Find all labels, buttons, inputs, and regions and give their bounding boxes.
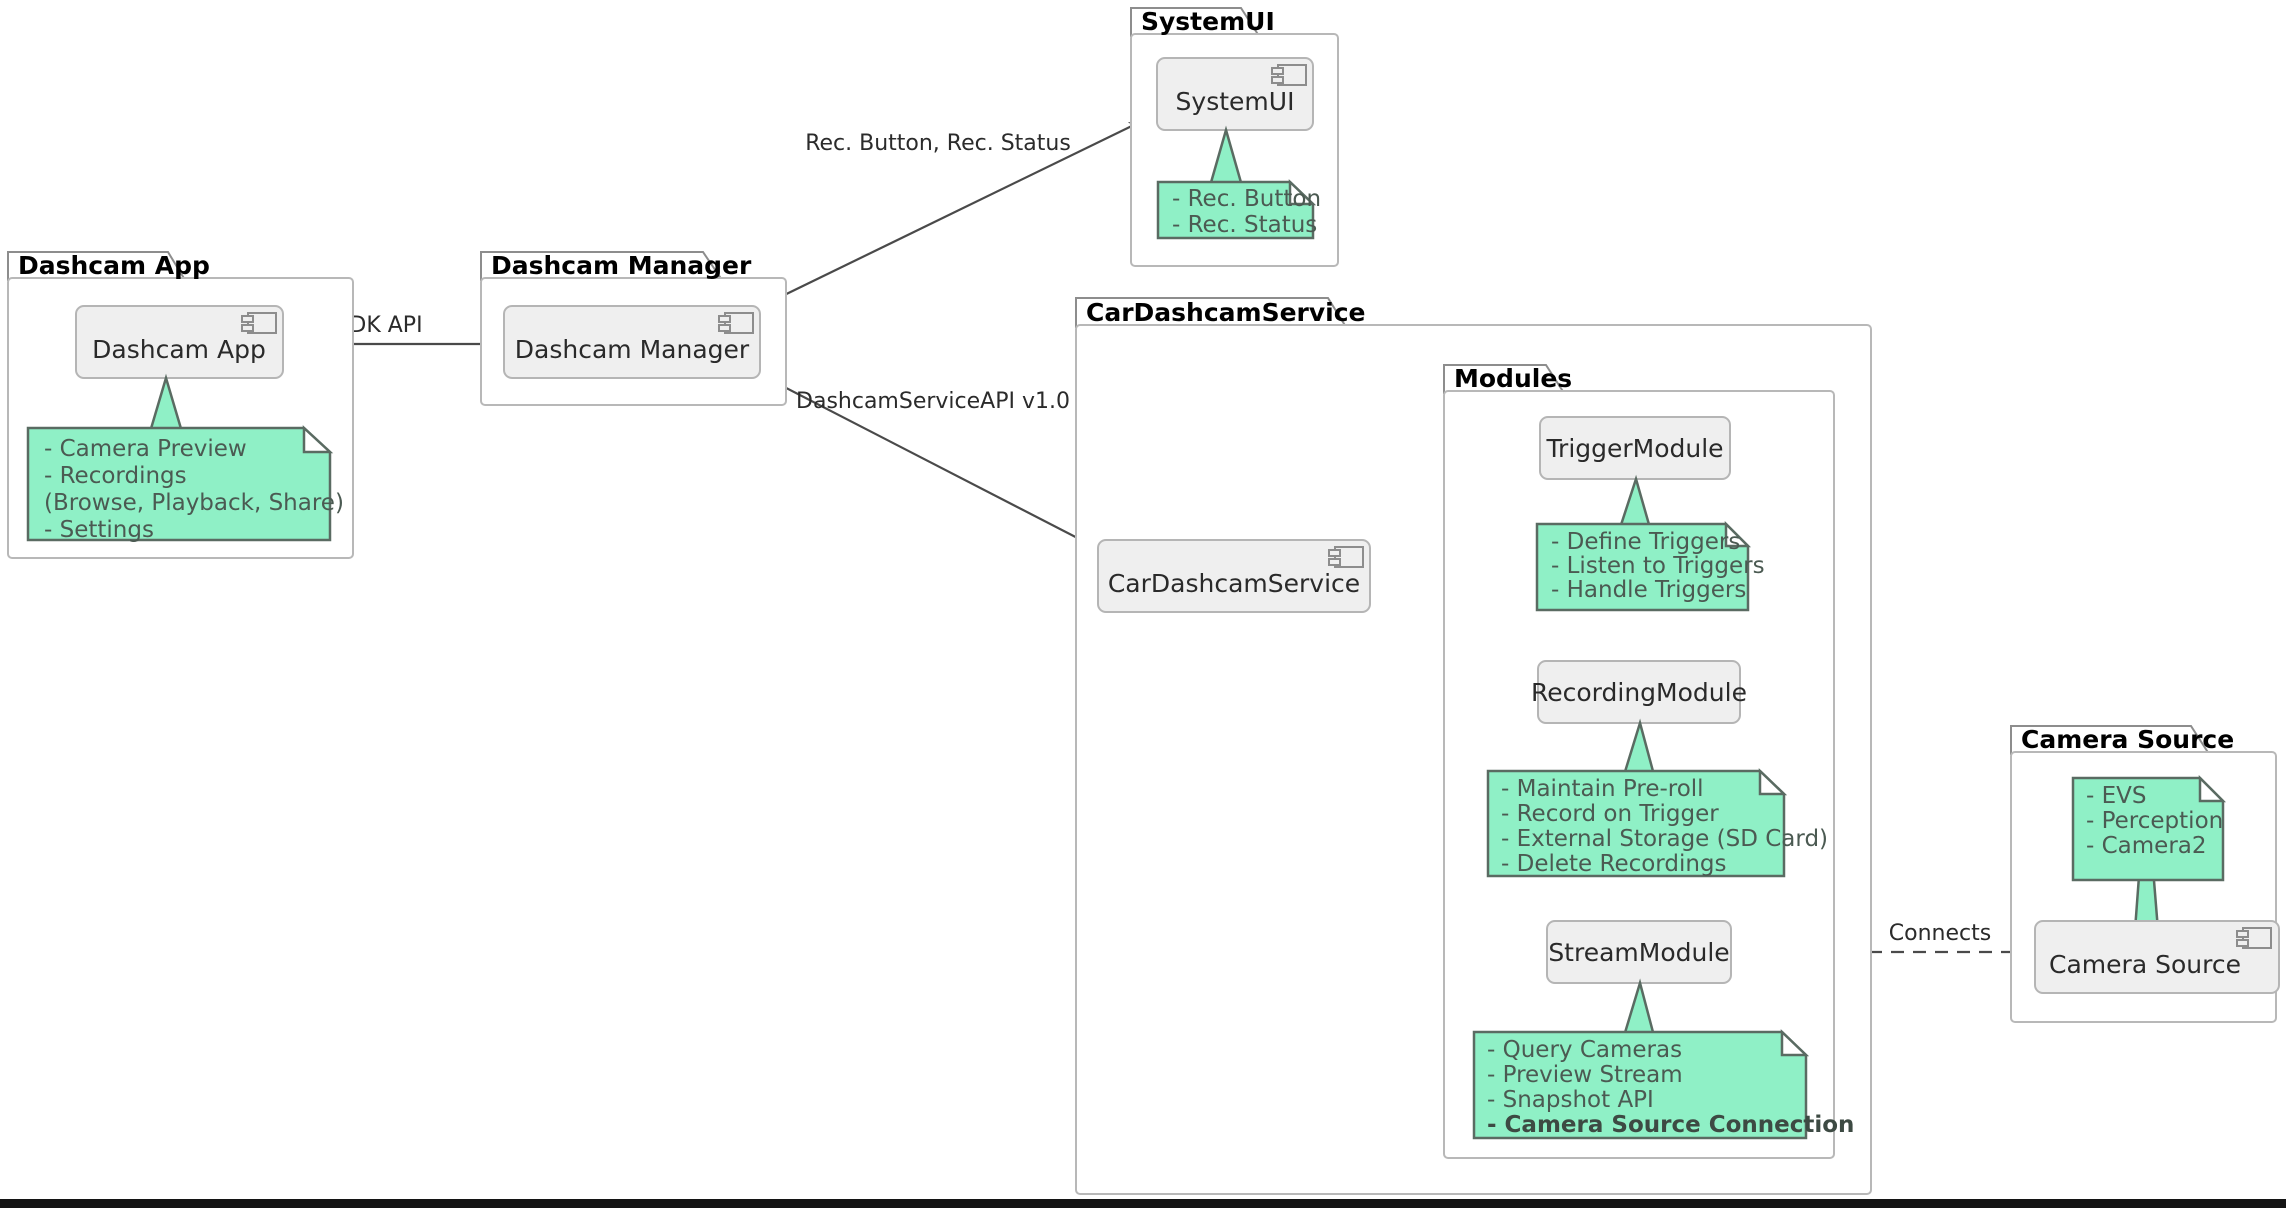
note-line: - Delete Recordings — [1501, 851, 1727, 877]
package-dashcam-app-title: Dashcam App — [18, 251, 210, 280]
note-systemui: - Rec. Button - Rec. Status — [1156, 125, 1321, 240]
note-line: - EVS — [2086, 783, 2146, 809]
edge-dashcamserviceapi-label: DashcamServiceAPI v1.0 — [796, 389, 1070, 414]
note-line: - Recordings — [44, 463, 187, 489]
package-modules[interactable]: Modules TriggerModule - Define Triggers … — [1443, 364, 1854, 1159]
component-icon — [1328, 546, 1364, 568]
note-recording-module: - Maintain Pre-roll - Record on Trigger … — [1486, 718, 1828, 878]
note-line: - Handle Triggers — [1551, 577, 1746, 603]
edge-connects-label: Connects — [1889, 921, 1991, 946]
component-icon — [2236, 927, 2272, 949]
edge-dashcamserviceapi: DashcamServiceAPI v1.0 — [760, 374, 1094, 547]
note-line: - Camera2 — [2086, 833, 2207, 859]
package-cardashcamservice[interactable]: CarDashcamService CarDashcamService Modu… — [1075, 297, 1872, 1195]
note-line: - Rec. Button — [1172, 186, 1321, 212]
component-cardashcamservice[interactable]: CarDashcamService — [1097, 539, 1371, 613]
note-line: - Rec. Status — [1172, 212, 1317, 238]
component-trigger-module-label: TriggerModule — [1545, 434, 1723, 463]
component-dashcam-manager-label: Dashcam Manager — [515, 335, 750, 364]
component-icon — [241, 312, 277, 334]
component-camera-source[interactable]: Camera Source — [2034, 920, 2280, 994]
component-systemui-label: SystemUI — [1176, 87, 1295, 116]
note-line: - External Storage (SD Card) — [1501, 826, 1828, 852]
note-line: - Snapshot API — [1487, 1087, 1654, 1113]
note-line: - Preview Stream — [1487, 1062, 1683, 1088]
package-dashcam-manager[interactable]: Dashcam Manager Dashcam Manager — [480, 251, 787, 406]
component-dashcam-app-label: Dashcam App — [92, 335, 266, 364]
package-systemui[interactable]: SystemUI SystemUI - Rec. Button - Rec. S… — [1130, 7, 1339, 267]
package-systemui-title: SystemUI — [1141, 7, 1275, 36]
component-stream-module[interactable]: StreamModule — [1546, 920, 1732, 984]
component-icon — [1271, 64, 1307, 86]
edge-rec-button-status-label: Rec. Button, Rec. Status — [805, 131, 1071, 156]
note-line: (Browse, Playback, Share) — [44, 490, 344, 516]
component-recording-module-label: RecordingModule — [1531, 678, 1747, 707]
component-stream-module-label: StreamModule — [1548, 938, 1729, 967]
note-camera-source: - EVS - Perception - Camera2 — [2071, 774, 2227, 932]
component-dashcam-manager[interactable]: Dashcam Manager — [503, 305, 761, 379]
package-camera-source[interactable]: Camera Source - EVS - Perception - Camer… — [2010, 725, 2280, 1023]
component-dashcam-app[interactable]: Dashcam App — [75, 305, 284, 379]
package-modules-title: Modules — [1454, 364, 1572, 393]
note-dashcam-app: - Camera Preview - Recordings (Browse, P… — [26, 373, 344, 543]
component-recording-module[interactable]: RecordingModule — [1531, 660, 1747, 724]
package-camera-source-title: Camera Source — [2021, 725, 2234, 754]
component-cardashcamservice-label: CarDashcamService — [1108, 569, 1360, 598]
note-line: - Camera Preview — [44, 436, 247, 462]
note-line: - Define Triggers — [1551, 529, 1740, 555]
note-line: - Camera Source Connection — [1487, 1112, 1854, 1138]
package-dashcam-manager-title: Dashcam Manager — [491, 251, 752, 280]
package-dashcam-app[interactable]: Dashcam App Dashcam App - Camera Preview… — [7, 251, 354, 559]
note-line: - Listen to Triggers — [1551, 553, 1765, 579]
edge-rec-button-status: Rec. Button, Rec. Status — [732, 121, 1141, 321]
component-icon — [718, 312, 754, 334]
bottom-edge-bar — [0, 1199, 2286, 1208]
note-line: - Record on Trigger — [1501, 801, 1719, 827]
component-trigger-module[interactable]: TriggerModule — [1539, 416, 1731, 480]
package-cardashcamservice-title: CarDashcamService — [1086, 298, 1366, 327]
note-line: - Maintain Pre-roll — [1501, 776, 1704, 802]
note-trigger-module: - Define Triggers - Listen to Triggers -… — [1535, 474, 1765, 612]
note-line: - Query Cameras — [1487, 1037, 1682, 1063]
note-line: - Perception — [2086, 808, 2223, 834]
note-stream-module: - Query Cameras - Preview Stream - Snaps… — [1472, 978, 1854, 1140]
component-systemui[interactable]: SystemUI — [1156, 57, 1314, 131]
note-line: - Settings — [44, 517, 154, 543]
component-camera-source-label: Camera Source — [2049, 950, 2241, 979]
